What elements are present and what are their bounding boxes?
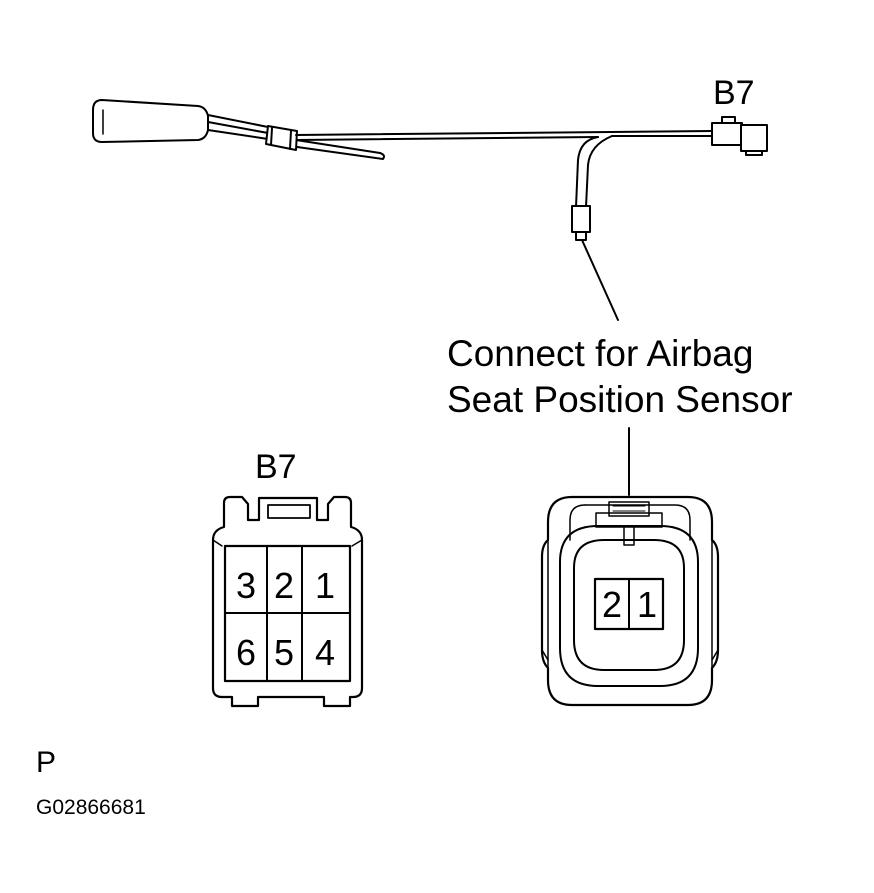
buckle-wire-bundle — [207, 114, 385, 160]
sensor-pin-2: 2 — [602, 584, 622, 625]
b7-pin-5: 5 — [274, 632, 294, 673]
b7-connector-label: B7 — [255, 448, 297, 486]
b7-pin-2: 2 — [274, 565, 294, 606]
figure-code: G02866681 — [36, 796, 146, 819]
callout-line-2: Seat Position Sensor — [447, 379, 793, 420]
seatbelt-buckle — [92, 99, 209, 143]
b7-top-label: B7 — [713, 74, 755, 112]
b7-pin-3: 3 — [236, 565, 256, 606]
b7-pin-6: 6 — [236, 632, 256, 673]
sensor-callout-label: Connect for Airbag Seat Position Sensor — [447, 331, 793, 423]
callout-line-1: Connect for Airbag — [447, 333, 754, 374]
main-harness-wire — [295, 130, 713, 208]
b7-connector-face — [211, 495, 364, 708]
callout-leader-line — [581, 239, 619, 321]
sensor-pin-1: 1 — [637, 584, 657, 625]
b7-pin-4: 4 — [315, 632, 335, 673]
sensor-connector-face — [540, 495, 720, 707]
b7-harness-connector — [711, 116, 768, 156]
b7-pin-1: 1 — [315, 565, 335, 606]
sensor-plug — [571, 205, 591, 241]
page-letter: P — [36, 746, 57, 779]
